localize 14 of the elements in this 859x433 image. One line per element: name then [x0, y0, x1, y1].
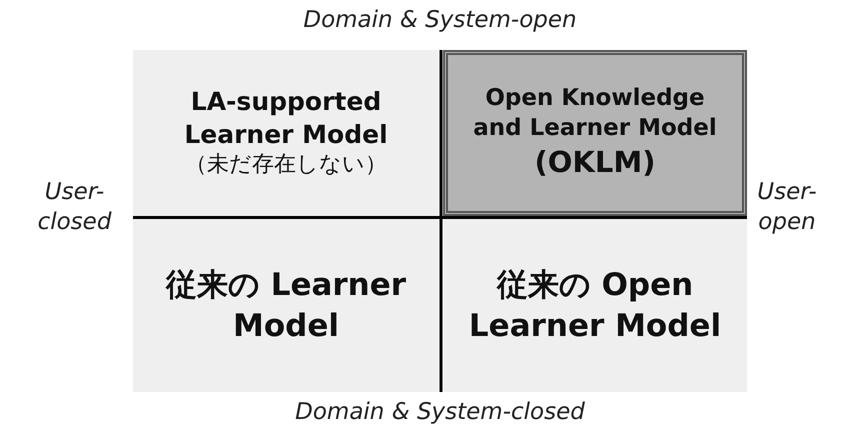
axis-label: User-closed: [36, 178, 112, 237]
axis-label: Domain & System-closed: [294, 398, 586, 427]
quadrant-title: 従来の Learner Model: [164, 266, 408, 346]
quadrant-panel: [133, 50, 439, 216]
quadrant-panel: [133, 219, 439, 392]
quadrant-title: Open Knowledge and Learner Model: [472, 84, 718, 144]
highlighted-quadrant-panel: [443, 50, 747, 216]
quadrant-title: LA-supported Learner Model: [183, 86, 389, 151]
axis-label: Domain & System-open: [302, 6, 578, 35]
quadrant-subtitle: （未だ存在しない）: [184, 151, 388, 180]
quadrant-panel: [443, 219, 747, 392]
quadrant-title: 従来の Open Learner Model: [468, 266, 722, 346]
quadrant-subtitle: (OKLM): [534, 144, 656, 182]
axis-label: User-open: [756, 178, 818, 237]
